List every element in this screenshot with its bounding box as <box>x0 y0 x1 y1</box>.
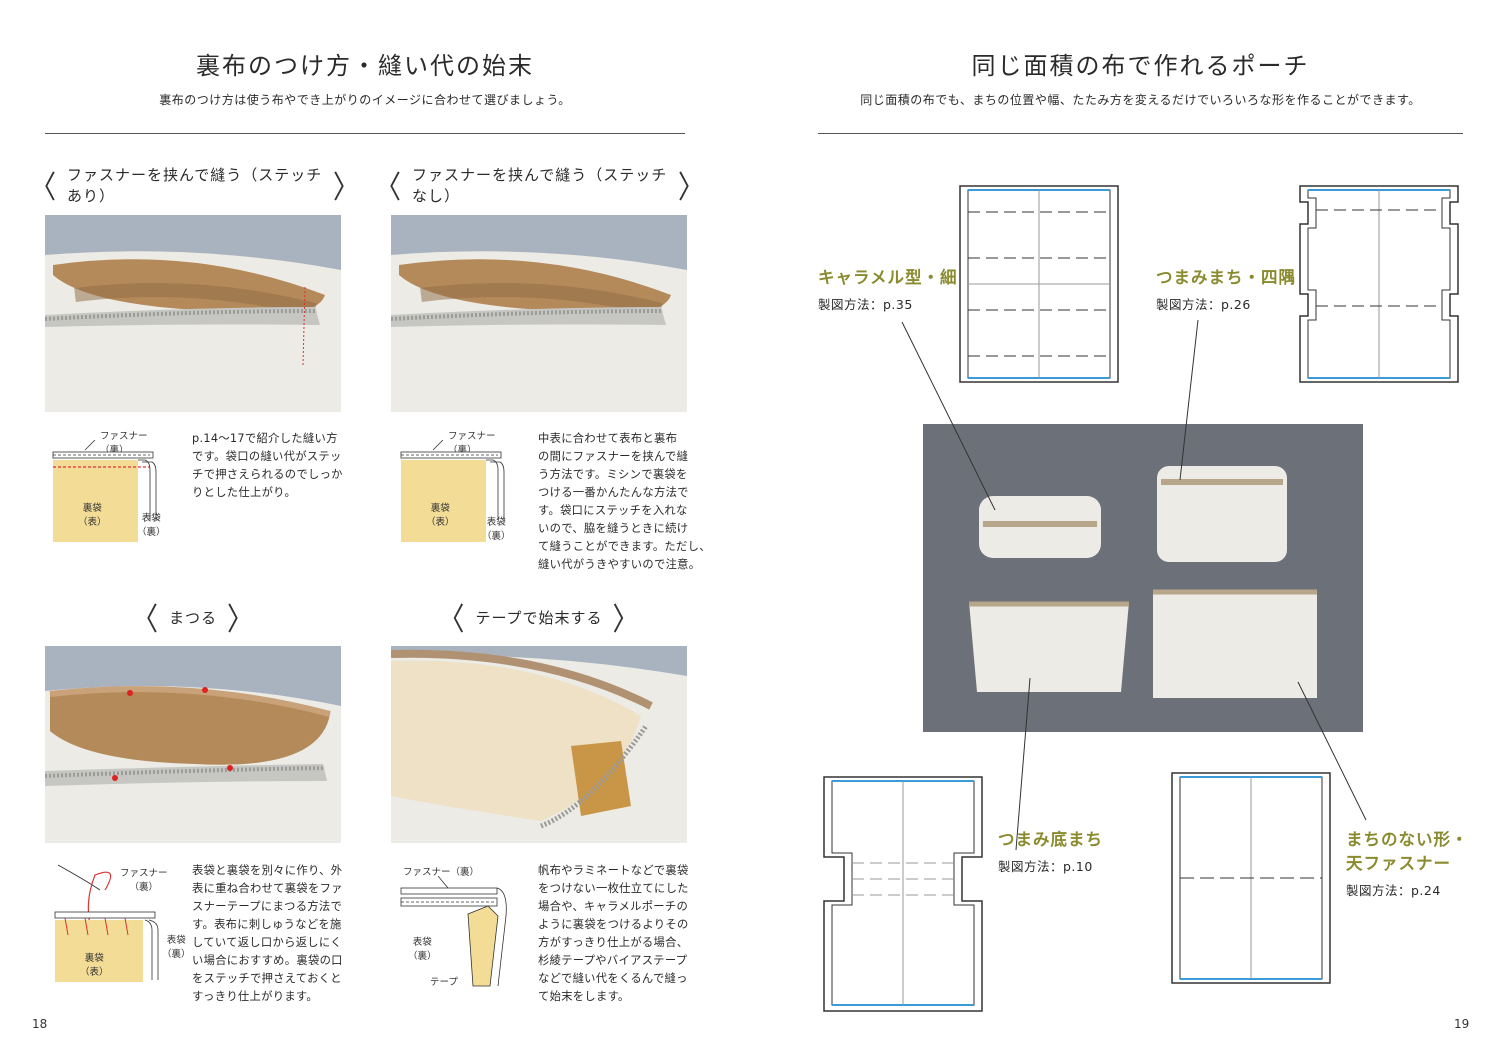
diagram-whipstitch: ファスナー （裏） 裏袋 （表） 表袋 （裏） <box>50 860 191 990</box>
pouch-ref: 製図方法：p.10 <box>998 859 1093 874</box>
tape-label: テープ <box>430 977 458 988</box>
bracket-right-icon: 〉 <box>677 170 705 206</box>
section-heading-whipstitch: 〈 まつる 〉 <box>45 600 341 638</box>
diagram-tape: ファスナー（裏） 表袋 （裏） テープ <box>398 862 528 992</box>
page-number-left: 18 <box>32 1017 48 1031</box>
section-text-tape: 帆布やラミネートなどで裏袋 をつけない一枚仕立てにした 場合や、キャラメルポーチ… <box>538 864 689 1003</box>
section-heading-no-stitch: 〈 ファスナーを挟んで縫う（ステッチなし） 〉 <box>375 166 705 206</box>
pattern-caramel-slim <box>959 185 1119 383</box>
left-page-title: 裏布のつけ方・縫い代の始末 <box>196 52 534 80</box>
outer-label: 表袋 （裏） <box>137 513 166 538</box>
pouch-ref: 製図方法：p.35 <box>818 297 913 312</box>
zipper-label: ファスナー（裏） <box>448 431 496 456</box>
right-divider <box>818 133 1463 134</box>
section-title: まつる <box>168 608 217 627</box>
diagram-no-stitch: ファスナー（裏） 裏袋 （表） 表袋 （裏） <box>398 428 518 548</box>
label-flat-top-zipper: まちのない形・ 天ファスナー 製図方法：p.24 <box>1346 828 1469 899</box>
section-title: テープで始末する <box>475 608 603 627</box>
pouch-name: つまみ底まち <box>998 830 1103 849</box>
right-page-subtitle: 同じ面積の布でも、まちの位置や幅、たたみ方を変えるだけでいろいろな形を作ることが… <box>860 93 1421 107</box>
label-pinch-bottom: つまみ底まち 製図方法：p.10 <box>998 828 1103 875</box>
section-text-no-stitch: 中表に合わせて表布と裏布 の間にファスナーを挟んで縫 う方法です。ミシンで裏袋を… <box>538 432 711 571</box>
left-divider <box>45 133 685 134</box>
pouch-ref: 製図方法：p.26 <box>1156 297 1251 312</box>
zipper-label: ファスナー（裏） <box>100 431 148 456</box>
right-page-title: 同じ面積の布で作れるポーチ <box>971 52 1310 80</box>
lining-label: 裏袋 （表） <box>426 503 455 528</box>
bracket-left-icon: 〈 <box>375 170 403 206</box>
pouch-name: まちのない形・ 天ファスナー <box>1346 830 1469 873</box>
label-pinch-four-corners: つまみまち・四隅 製図方法：p.26 <box>1156 266 1296 313</box>
zipper-label: ファスナー （裏） <box>120 868 168 893</box>
pattern-flat-top-zipper <box>1171 772 1331 984</box>
bracket-right-icon: 〉 <box>332 170 360 206</box>
bracket-right-icon: 〉 <box>612 602 640 638</box>
leader-lines <box>901 319 1367 851</box>
outer-label: 表袋 （裏） <box>482 517 511 542</box>
zipper-label: ファスナー（裏） <box>403 867 480 878</box>
label-caramel-slim: キャラメル型・細 製図方法：p.35 <box>818 266 958 313</box>
outer-label: 表袋 （裏） <box>162 935 191 960</box>
section-title: ファスナーを挟んで縫う（ステッチなし） <box>412 166 668 205</box>
pouch-name: キャラメル型・細 <box>818 268 958 287</box>
bracket-left-icon: 〈 <box>30 170 58 206</box>
pouch-ref: 製図方法：p.24 <box>1346 883 1441 898</box>
page-number-right: 19 <box>1454 1017 1470 1031</box>
outer-label: 表袋 （裏） <box>408 937 437 962</box>
bracket-left-icon: 〈 <box>131 602 159 638</box>
photo-pouches <box>923 424 1363 732</box>
section-title: ファスナーを挟んで縫う（ステッチあり） <box>67 166 323 205</box>
lining-label: 裏袋 （表） <box>78 503 107 528</box>
pattern-pinch-bottom <box>823 776 983 1012</box>
section-text-stitch: p.14～17で紹介した縫い方 です。袋口の縫い代がステッ チで押さえられるので… <box>192 432 343 499</box>
pattern-pinch-four-corners <box>1299 185 1459 383</box>
pouch-name: つまみまち・四隅 <box>1156 268 1296 287</box>
bracket-left-icon: 〈 <box>438 602 466 638</box>
section-heading-tape: 〈 テープで始末する 〉 <box>391 600 687 638</box>
photo-whipstitch-pouch <box>45 646 341 843</box>
photo-stitch-pouch <box>45 215 341 412</box>
bracket-right-icon: 〉 <box>227 602 255 638</box>
section-heading-stitch: 〈 ファスナーを挟んで縫う（ステッチあり） 〉 <box>30 166 360 206</box>
lining-label: 裏袋 （表） <box>80 953 109 978</box>
diagram-stitch: ファスナー（裏） 裏袋 （表） 表袋 （裏） <box>50 428 170 548</box>
photo-tape-pouch <box>391 646 687 843</box>
left-page-subtitle: 裏布のつけ方は使う布やでき上がりのイメージに合わせて選びましょう。 <box>159 93 571 107</box>
section-text-whipstitch: 表袋と裏袋を別々に作り、外 表に重ね合わせて裏袋をファ スナーテープにまつる方法… <box>192 864 343 1003</box>
photo-no-stitch-pouch <box>391 215 687 412</box>
